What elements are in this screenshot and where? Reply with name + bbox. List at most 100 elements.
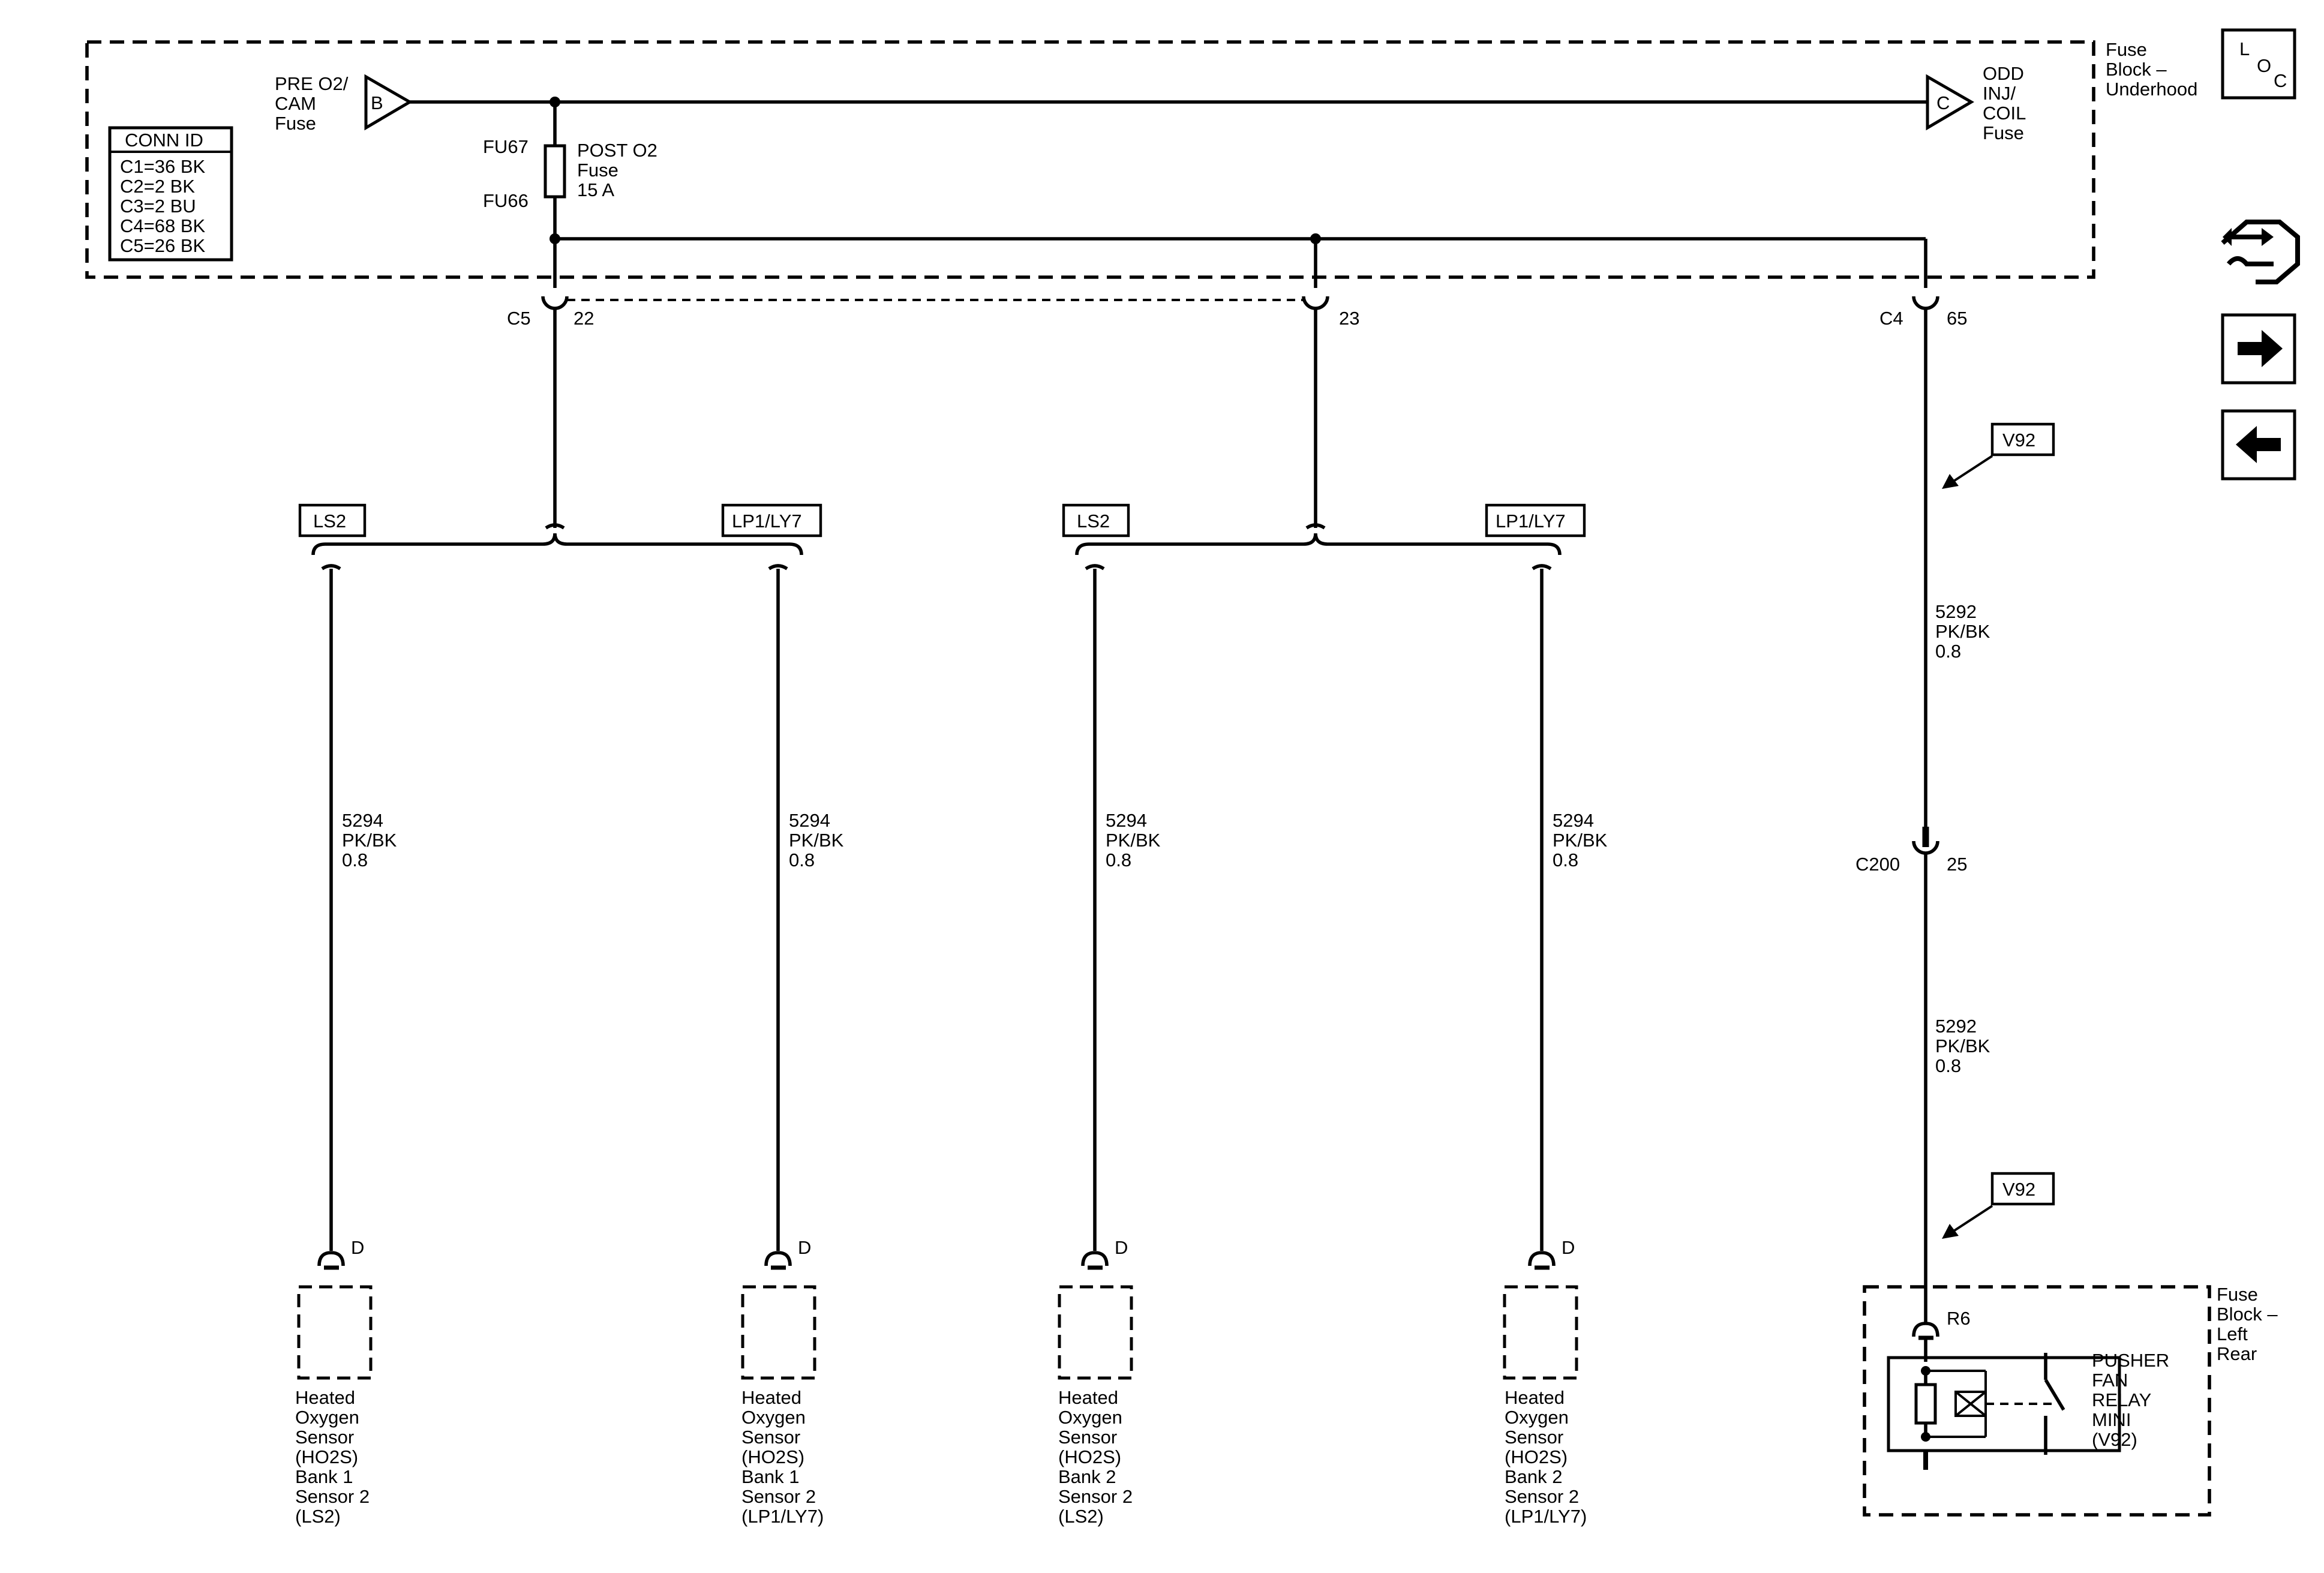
sensor-label-line: Bank 1 xyxy=(295,1466,353,1487)
sensor-label-line: Sensor 2 xyxy=(295,1486,370,1507)
odd-inj-coil-fuse: C ODD INJ/ COIL Fuse xyxy=(1926,63,2026,143)
conn-id-table: CONN ID C1=36 BK C2=2 BK C3=2 BU C4=68 B… xyxy=(108,126,233,262)
arrow-left-icon[interactable] xyxy=(2221,409,2296,481)
sensor-label-line: Oxygen xyxy=(741,1407,806,1428)
odd-inj-label-line: ODD xyxy=(1983,63,2024,84)
post-o2-label-line: 15 A xyxy=(577,179,614,200)
wire-circuit: 5294 xyxy=(789,810,830,831)
fuse-block-underhood-label: Fuse Block – Underhood xyxy=(2106,39,2197,100)
heated-oxygen-sensor-bank1-ls2: D Heated Oxygen Sensor (HO2S) Bank 1 Sen… xyxy=(295,1237,373,1527)
wire-circuit: 5294 xyxy=(1106,810,1147,831)
sensor-label-line: Heated xyxy=(741,1387,801,1408)
connector-c4-pin: 65 xyxy=(1947,308,1967,329)
relay-label-line: PUSHER xyxy=(2092,1350,2169,1371)
odd-inj-label-line: INJ/ xyxy=(1983,83,2016,104)
option-branch-right: LS2 LP1/LY7 xyxy=(1062,503,1586,1251)
conn-id-row: C1=36 BK xyxy=(120,156,206,177)
option-ls2-label: LS2 xyxy=(313,511,346,532)
sensor-label-line: Oxygen xyxy=(295,1407,359,1428)
post-o2-label-line: POST O2 xyxy=(577,140,657,161)
connector-c200: C200 25 xyxy=(1855,827,1967,1323)
conn-id-row: C5=26 BK xyxy=(120,235,206,256)
wire-circuit: 5294 xyxy=(1553,810,1594,831)
sensor-pin: D xyxy=(351,1237,364,1258)
fuse-block-underhood-label-line: Underhood xyxy=(2106,79,2197,100)
relay-label-line: FAN xyxy=(2092,1370,2128,1391)
conn-id-title: CONN ID xyxy=(125,130,203,151)
wire-size: 0.8 xyxy=(342,849,368,870)
connector-c5-pin-23: 23 xyxy=(1302,296,1359,528)
wire-size: 0.8 xyxy=(1935,1055,1961,1076)
wire-color: PK/BK xyxy=(1553,830,1608,851)
wire-color: PK/BK xyxy=(789,830,844,851)
option-v92-label: V92 xyxy=(2002,430,2035,451)
wire-size: 0.8 xyxy=(1106,849,1131,870)
post-o2-fuse: FU67 FU66 POST O2 Fuse 15 A xyxy=(483,102,657,239)
conn-id-row: C2=2 BK xyxy=(120,176,195,197)
sensor-label-line: Sensor xyxy=(741,1427,800,1448)
sensor-label-line: Sensor xyxy=(295,1427,354,1448)
relay-label-line: (V92) xyxy=(2092,1429,2137,1450)
option-lp1-label: LP1/LY7 xyxy=(1496,511,1566,532)
loc-icon-letter: L xyxy=(2239,38,2250,59)
conn-id-row: C4=68 BK xyxy=(120,215,206,236)
option-lp1-label: LP1/LY7 xyxy=(732,511,802,532)
sensor-label-line: (HO2S) xyxy=(741,1446,804,1467)
wire-label-sensor-1: 5294 PK/BK 0.8 xyxy=(342,810,397,870)
wire-circuit: 5294 xyxy=(342,810,383,831)
sensor-pin: D xyxy=(1115,1237,1128,1258)
relay-label-line: RELAY xyxy=(2092,1389,2151,1410)
sensor-label-line: Oxygen xyxy=(1505,1407,1569,1428)
pre-o2-label-line: PRE O2/ xyxy=(275,73,349,94)
pre-o2-terminal-letter: B xyxy=(371,92,383,113)
sensor-pin: D xyxy=(1562,1237,1575,1258)
sensor-label-line: (LP1/LY7) xyxy=(741,1506,824,1527)
post-o2-label-line: Fuse xyxy=(577,160,618,181)
wire-color: PK/BK xyxy=(1106,830,1161,851)
wire-circuit: 5292 xyxy=(1935,601,1977,622)
heated-oxygen-sensor-bank2-lp1: D Heated Oxygen Sensor (HO2S) Bank 2 Sen… xyxy=(1503,1237,1587,1527)
fuse-block-left-rear-label: Fuse Block – Left Rear xyxy=(2217,1284,2278,1364)
wire-size: 0.8 xyxy=(789,849,815,870)
fuse-block-underhood-label-line: Block – xyxy=(2106,59,2167,80)
sensor-label-line: (HO2S) xyxy=(1058,1446,1121,1467)
wire-label-sensor-3: 5294 PK/BK 0.8 xyxy=(1106,810,1161,870)
sensor-label-line: Sensor xyxy=(1058,1427,1117,1448)
odd-inj-label-line: Fuse xyxy=(1983,122,2024,143)
fuse-block-underhood-boundary xyxy=(85,40,2095,279)
pre-o2-label-line: Fuse xyxy=(275,113,316,134)
odd-inj-label-line: COIL xyxy=(1983,103,2026,124)
sensor-label-line: Sensor xyxy=(1505,1427,1563,1448)
fuse-block-underhood-label-line: Fuse xyxy=(2106,39,2147,60)
sensor-label-line: Heated xyxy=(1505,1387,1565,1408)
connector-c4: C4 65 xyxy=(1879,296,1967,834)
loc-icon-letter: O xyxy=(2257,55,2271,76)
wire-size: 0.8 xyxy=(1935,641,1961,662)
relay-label-line: MINI xyxy=(2092,1409,2131,1430)
sensor-label-line: Sensor 2 xyxy=(1505,1486,1579,1507)
sensor-label-line: (LS2) xyxy=(295,1506,341,1527)
heated-oxygen-sensor-bank1-lp1: D Heated Oxygen Sensor (HO2S) Bank 1 Sen… xyxy=(741,1237,824,1527)
sensor-label-line: Sensor 2 xyxy=(741,1486,816,1507)
option-branch-left: LS2 LP1/LY7 xyxy=(298,503,822,1251)
wire-label-5292-lower: 5292 PK/BK 0.8 xyxy=(1935,1016,1990,1076)
connector-c5-name: C5 xyxy=(507,308,531,329)
v92-option-marker-lower: V92 xyxy=(1942,1172,2055,1239)
sensor-label-line: (HO2S) xyxy=(295,1446,358,1467)
connector-c5: C5 22 xyxy=(507,296,594,528)
post-o2-fuse-id-bottom: FU66 xyxy=(483,190,529,211)
fuse-block-left-rear-label-line: Block – xyxy=(2217,1304,2278,1325)
component-locator-icon[interactable] xyxy=(2221,220,2300,284)
post-o2-fuse-id-top: FU67 xyxy=(483,136,529,157)
sensor-label-line: Heated xyxy=(1058,1387,1118,1408)
connector-c200-name: C200 xyxy=(1855,854,1900,875)
wire-label-5292-upper: 5292 PK/BK 0.8 xyxy=(1935,601,1990,662)
fuse-block-left-rear-label-line: Rear xyxy=(2217,1343,2257,1364)
loc-icon[interactable]: L O C xyxy=(2221,28,2296,100)
sensor-label-line: Oxygen xyxy=(1058,1407,1122,1428)
wire-color: PK/BK xyxy=(342,830,397,851)
loc-icon-letter: C xyxy=(2274,70,2287,91)
arrow-right-icon[interactable] xyxy=(2221,313,2296,385)
connector-r6-name: R6 xyxy=(1947,1308,1971,1329)
wire-label-sensor-4: 5294 PK/BK 0.8 xyxy=(1553,810,1608,870)
